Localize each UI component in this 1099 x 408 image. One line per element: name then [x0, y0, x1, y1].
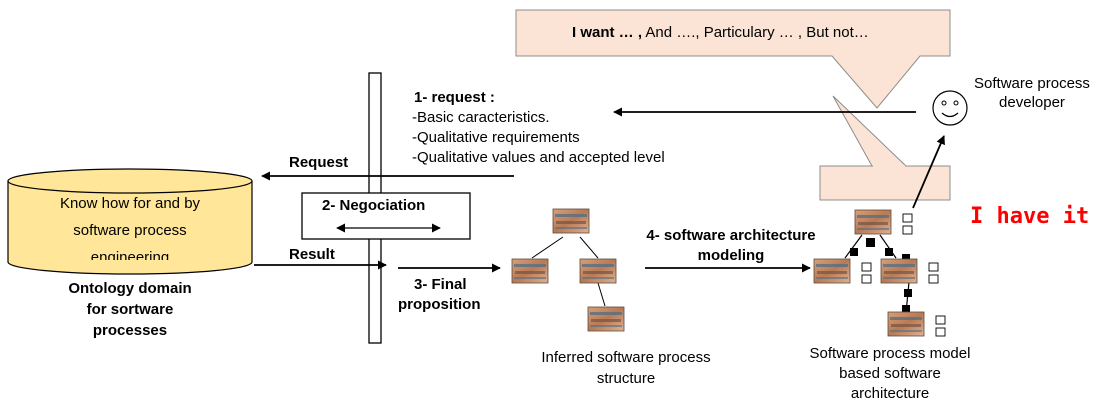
request-item: -Qualitative values and accepted level — [412, 149, 665, 166]
negotiation-label: 2- Negociation — [322, 197, 426, 214]
inferred-line1: Inferred software process — [541, 349, 711, 366]
final-proposition-line1: 3- Final — [414, 276, 467, 293]
model-line3: architecture — [850, 385, 930, 402]
speech-bubble — [515, 9, 951, 109]
request-heading: 1- request : — [414, 89, 495, 106]
thought-bubble — [819, 95, 951, 201]
exclaim-label: I have it — [970, 204, 1090, 229]
ontology-line1: Ontology domain — [68, 280, 192, 297]
database-line1: Know how for and by — [59, 195, 201, 212]
modeling-line1: 4- software architecture — [646, 227, 816, 244]
model-line1: Software process model — [809, 345, 971, 362]
model-line2: based software — [839, 365, 941, 382]
ontology-line2: for sortware — [86, 301, 174, 318]
inferred-node-top — [552, 208, 590, 234]
model-caption: Software process model based software ar… — [770, 344, 1010, 404]
component-right — [880, 258, 939, 284]
request-item: -Qualitative requirements — [412, 129, 580, 146]
component-top — [854, 209, 913, 235]
final-proposition-line2: proposition — [398, 296, 481, 313]
database-label: Know how for and by software process eng… — [14, 190, 246, 260]
request-item: -Basic caracteristics. — [412, 109, 550, 126]
request-label: Request — [289, 154, 349, 171]
speech-text: I want … , And …., Particulary … , But n… — [572, 24, 869, 41]
inferred-node-right — [579, 258, 617, 284]
developer-smiley-icon — [932, 90, 968, 126]
modeling-line2: modeling — [697, 247, 765, 264]
modeling-label: 4- software architecture modeling — [616, 226, 846, 266]
developer-label-line1: Software process — [974, 75, 1090, 92]
component-left — [813, 258, 872, 284]
inferred-node-bottom — [587, 306, 625, 332]
inferred-node-left — [511, 258, 549, 284]
developer-label: Software process developer — [966, 74, 1098, 112]
architecture-connectors — [850, 238, 912, 313]
speech-text-rest: And …., Particulary … , But not… — [642, 24, 869, 41]
speech-text-bold: I want … , — [572, 24, 643, 41]
database-line2: software process — [73, 222, 187, 239]
database-line3: engineering — [90, 249, 170, 260]
inferred-tree-links — [531, 236, 606, 307]
ontology-caption: Ontology domain for sortware processes — [40, 278, 220, 341]
result-label: Result — [289, 246, 335, 263]
request-block: 1- request : -Basic caracteristics. -Qua… — [412, 88, 665, 168]
inferred-caption: Inferred software process structure — [506, 347, 746, 389]
component-bottom — [887, 311, 946, 337]
arrow-to-developer — [912, 135, 945, 209]
inferred-line2: structure — [596, 370, 656, 387]
ontology-line3: processes — [92, 322, 168, 339]
developer-label-line2: developer — [999, 94, 1065, 111]
final-proposition-label: 3- Final proposition — [398, 275, 481, 315]
knowledge-database — [7, 168, 253, 275]
